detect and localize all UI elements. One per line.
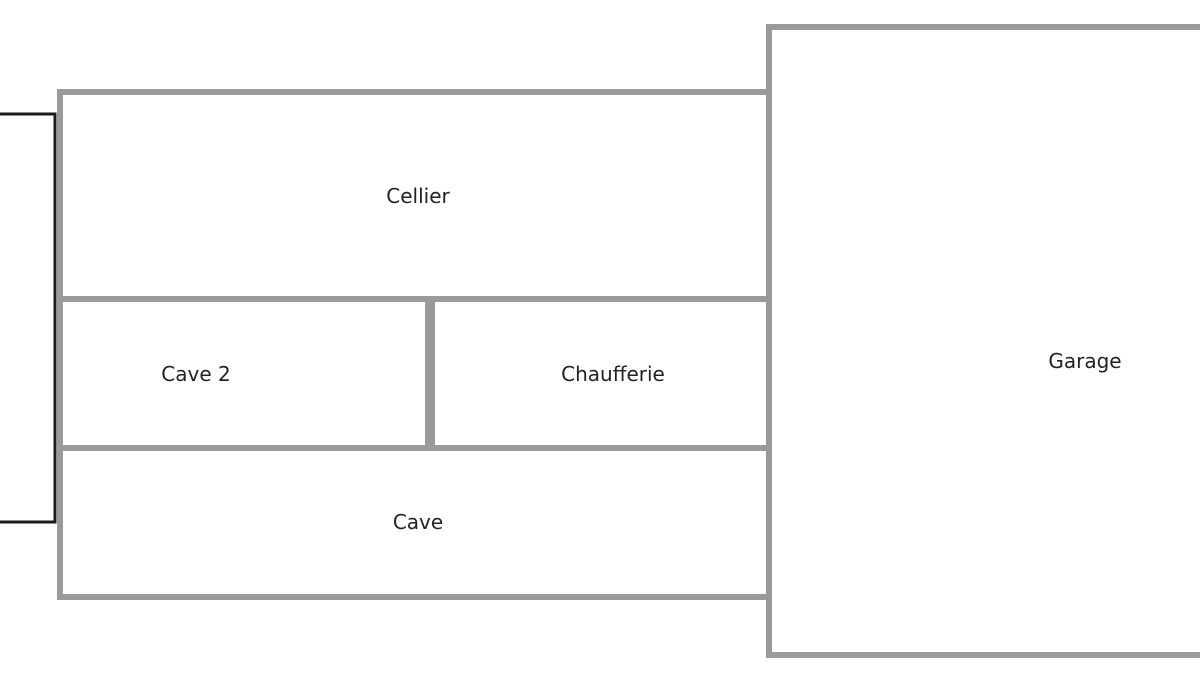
chaufferie-label: Chaufferie: [561, 362, 665, 386]
cellier-label: Cellier: [386, 184, 450, 208]
garage-room: [766, 24, 1200, 658]
outer-wall-left: [0, 112, 57, 524]
garage-label: Garage: [1048, 349, 1121, 373]
cave2-label: Cave 2: [161, 362, 230, 386]
cave-label: Cave: [393, 510, 443, 534]
cave2-room: [57, 296, 431, 451]
